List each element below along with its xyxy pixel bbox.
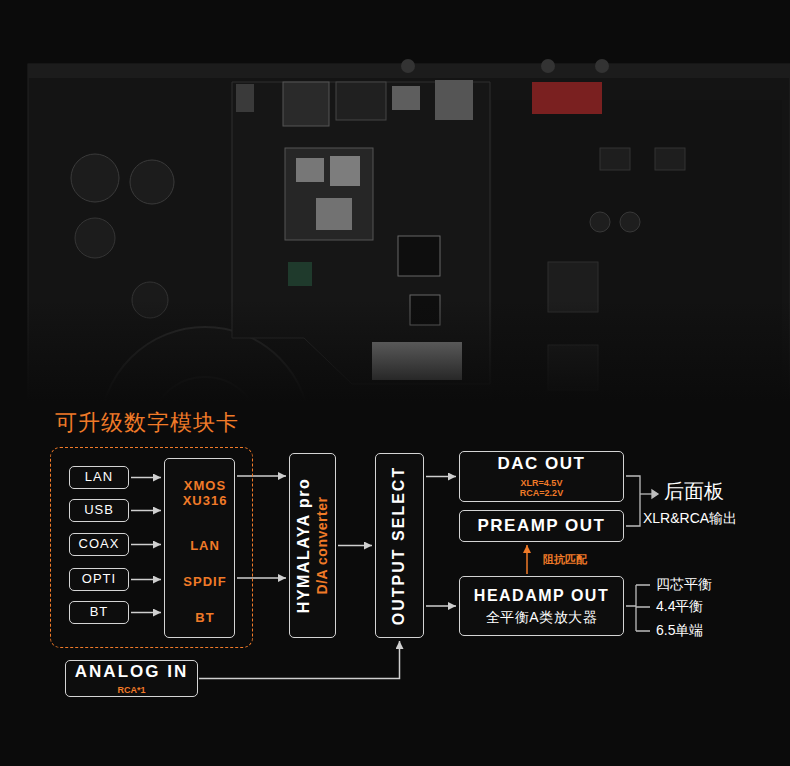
capacitor <box>71 154 119 202</box>
interface-name: BT <box>176 611 234 626</box>
bracket-lead <box>640 493 652 494</box>
jack-label: 6.5单端 <box>656 622 703 638</box>
section-title: 可升级数字模块卡 <box>55 410 239 435</box>
rj45-port <box>283 82 329 126</box>
photo-fade <box>0 300 790 402</box>
interface-name: LAN <box>176 539 234 554</box>
signal-arrow <box>338 545 372 547</box>
memory-chip <box>316 198 352 230</box>
terminal-block <box>532 82 602 114</box>
output-box: DAC OUT XLR=4.5VRCA=2.2V <box>459 451 624 502</box>
output-name: DAC OUT <box>498 454 586 474</box>
output-name: HEADAMP OUT <box>474 587 609 605</box>
rca-jack <box>401 59 415 73</box>
interface-box: XMOS XU316LAN SPDIF BT <box>164 458 235 638</box>
input-name: BT <box>90 605 109 620</box>
signal-arrow <box>526 545 528 574</box>
bracket-arrow <box>652 490 658 498</box>
interface-name: SPDIF <box>176 575 234 590</box>
signal-arrow <box>426 476 456 478</box>
optical-port <box>435 80 473 120</box>
signal-arrow <box>199 641 400 679</box>
signal-arrow <box>131 477 161 479</box>
rca-jack <box>595 59 609 73</box>
signal-arrow <box>237 475 286 477</box>
input-box: USB <box>69 499 129 522</box>
signal-arrow <box>131 544 161 546</box>
input-box: COAX <box>69 533 129 556</box>
output-box: PREAMP OUT <box>459 510 624 542</box>
capacitor <box>620 212 640 232</box>
rca-jack <box>541 59 555 73</box>
chip-name: HYMALAYA pro <box>295 477 313 612</box>
output-bracket <box>626 476 640 526</box>
usb-port <box>392 86 420 110</box>
ic-chip <box>600 148 630 170</box>
signal-arrow <box>131 612 161 614</box>
panel-label: 后面板 <box>664 480 724 503</box>
input-box: LAN <box>69 466 129 489</box>
processor-chip <box>330 156 360 186</box>
input-type: RCA*1 <box>117 685 145 695</box>
memory-chip <box>296 158 324 182</box>
jack-label: 四芯平衡 <box>656 576 712 592</box>
ic-chip <box>655 148 685 170</box>
amp-type: 全平衡A类放大器 <box>486 609 597 625</box>
chip-function: D/A converter <box>313 496 329 594</box>
signal-arrow <box>131 510 161 512</box>
rotated-label: HYMALAYA proD/A converter <box>289 453 336 638</box>
qfp-chip <box>398 236 440 276</box>
capacitor <box>75 218 115 258</box>
panel-note: XLR&RCA输出 <box>643 510 737 526</box>
bt-module <box>288 262 312 286</box>
switch <box>236 84 254 112</box>
selector-box: OUTPUT SELECT <box>375 453 424 638</box>
interface-name: XMOS XU316 <box>176 479 234 509</box>
signal-arrow <box>131 579 161 581</box>
headphone-bracket <box>626 585 650 631</box>
input-box: BT <box>69 601 129 624</box>
input-name: ANALOG IN <box>75 662 188 682</box>
output-level: XLR=4.5V <box>521 478 563 488</box>
signal-arrow <box>237 577 286 579</box>
input-name: COAX <box>79 537 120 552</box>
output-box: HEADAMP OUT 全平衡A类放大器 <box>459 576 624 636</box>
lan-transformer <box>336 82 386 120</box>
rotated-label: OUTPUT SELECT <box>375 453 424 638</box>
input-name: OPTI <box>82 572 116 587</box>
signal-arrow <box>426 605 456 607</box>
capacitor <box>130 160 174 204</box>
jack-label: 4.4平衡 <box>656 598 703 614</box>
core-module <box>285 148 373 240</box>
output-name: PREAMP OUT <box>477 516 605 536</box>
input-name: LAN <box>85 470 113 485</box>
input-name: USB <box>84 503 114 518</box>
block-name: OUTPUT SELECT <box>390 465 408 624</box>
edge-label: 阻抗匹配 <box>541 553 589 566</box>
module-group: 可升级数字模块卡LANUSBCOAXOPTIBTXMOS XU316LANSPD… <box>50 447 253 648</box>
output-level: RCA=2.2V <box>520 488 563 498</box>
input-box: ANALOG IN RCA*1 <box>65 660 198 697</box>
input-box: OPTI <box>69 568 129 591</box>
dac-box: HYMALAYA proD/A converter <box>289 453 336 638</box>
capacitor <box>590 212 610 232</box>
